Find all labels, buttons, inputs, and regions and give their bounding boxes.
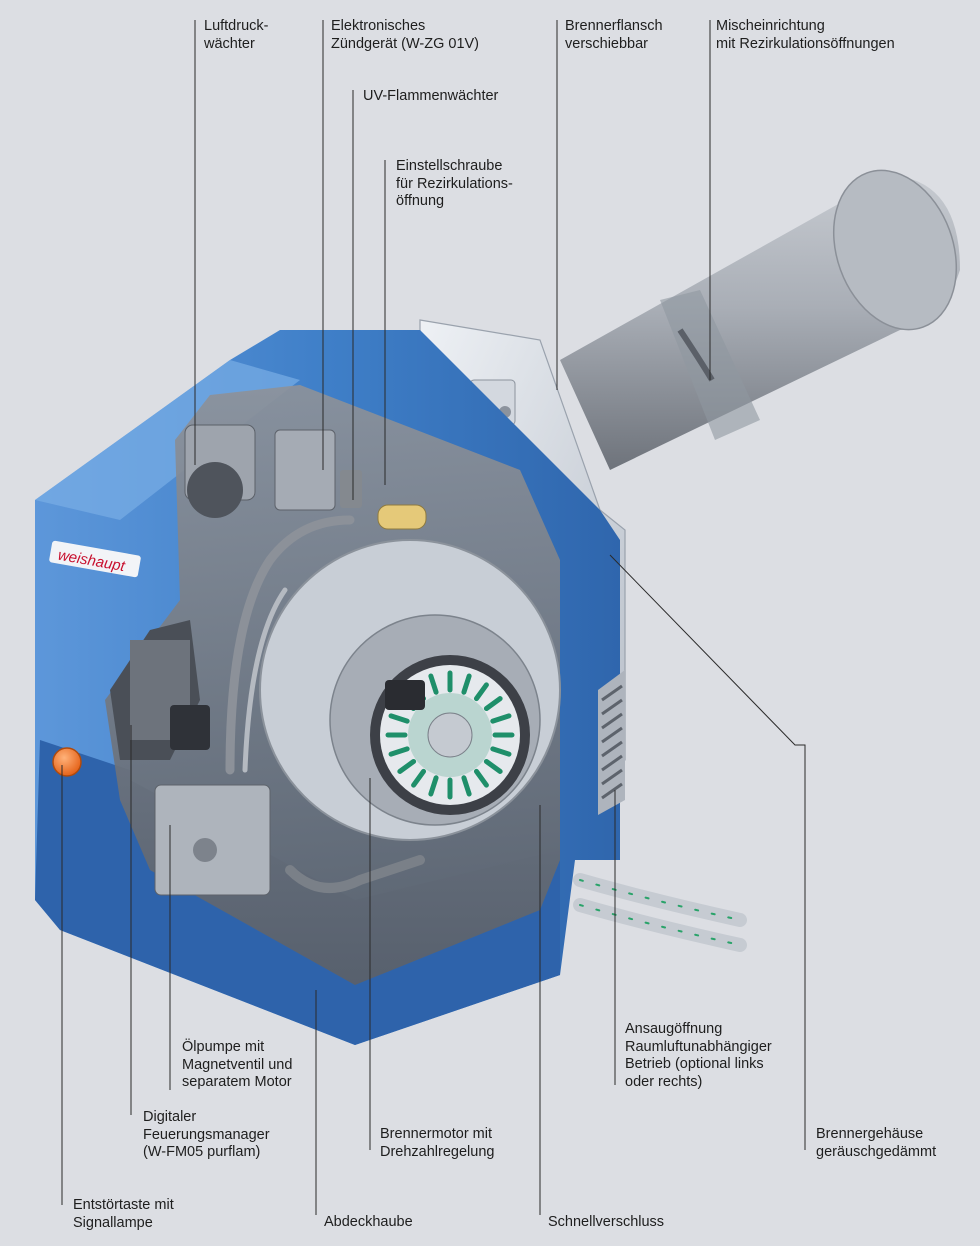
label-ignition-unit: Elektronisches Zündgerät (W-ZG 01V) bbox=[331, 18, 480, 52]
label-burner-flange: Brennerflansch verschiebbar bbox=[565, 18, 663, 52]
fan-fin bbox=[490, 713, 512, 724]
label-oil-pump: Ölpumpe mit Magnetventil und separatem M… bbox=[182, 1039, 293, 1090]
fan-fin bbox=[388, 746, 410, 757]
blast-tube bbox=[560, 169, 960, 470]
label-air-pressure-switch: Luftdruck- wächter bbox=[204, 18, 269, 52]
fan-fin bbox=[461, 673, 472, 695]
label-cover-hood: Abdeckhaube bbox=[324, 1214, 413, 1230]
fan-fin bbox=[473, 682, 489, 702]
fan-fin bbox=[388, 713, 410, 724]
label-quick-release: Schnellverschluss bbox=[548, 1214, 665, 1230]
fan-motor bbox=[370, 655, 530, 815]
label-combustion-manager: Digitaler Feuerungsmanager (W-FM05 purfl… bbox=[143, 1109, 270, 1160]
fan-fin bbox=[428, 673, 439, 695]
leader-lines bbox=[61, 20, 806, 1215]
label-mixing-unit: Mischeinrichtung mit Rezirkulationsöffnu… bbox=[716, 18, 895, 52]
air-pressure-switch bbox=[184, 424, 256, 518]
label-uv-flame-sensor: UV-Flammenwächter bbox=[363, 88, 499, 104]
label-burner-motor: Brennermotor mit Drehzahlregelung bbox=[380, 1126, 495, 1160]
fan-fin bbox=[428, 775, 439, 797]
fan-fin bbox=[483, 696, 503, 712]
label-burner-housing: Brennergehäuse geräuschgedämmt bbox=[816, 1126, 937, 1160]
label-reset-button: Entstörtaste mit Signallampe bbox=[73, 1197, 174, 1231]
oil-pump bbox=[154, 705, 271, 896]
fan-fin bbox=[490, 746, 512, 757]
reset-button-signal-lamp[interactable] bbox=[52, 747, 82, 777]
fan-fin bbox=[473, 768, 489, 788]
label-air-intake: Ansaugöffnung Raumluftunabhängiger Betri… bbox=[625, 1021, 772, 1090]
piping bbox=[225, 515, 425, 893]
label-recirculation-screw: Einstellschraube für Rezirkulations- öff… bbox=[396, 158, 513, 209]
uv-flame-sensor bbox=[340, 470, 362, 508]
fan-fin bbox=[483, 758, 503, 774]
fan-fin bbox=[397, 758, 417, 774]
air-intake-grille bbox=[598, 670, 625, 815]
recirculation-screw bbox=[377, 504, 427, 530]
fuel-hoses bbox=[573, 873, 747, 952]
ignition-unit bbox=[274, 429, 336, 511]
fan-fin bbox=[461, 775, 472, 797]
fan-fin bbox=[411, 768, 427, 788]
